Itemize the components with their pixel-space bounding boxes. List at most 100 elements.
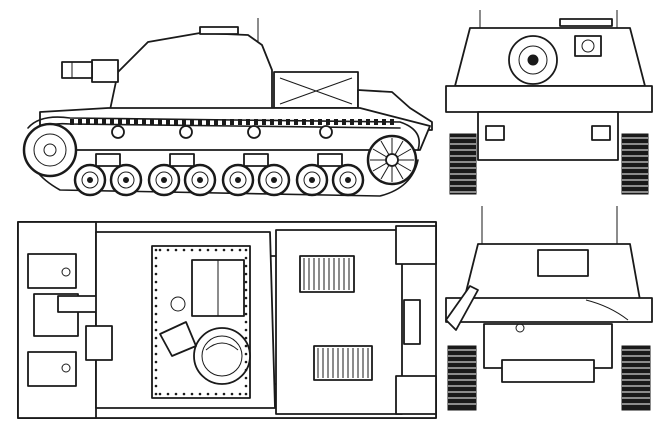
track-front-right [621, 133, 649, 195]
rivet [244, 296, 248, 300]
road-wheels [73, 153, 365, 197]
rivet [166, 248, 170, 252]
track-link [254, 119, 258, 125]
return-roller [111, 125, 125, 139]
road-wheel-center [271, 177, 277, 183]
track-link [110, 119, 114, 125]
track-link [214, 119, 218, 125]
engine-deck-box [273, 71, 359, 109]
track-link [142, 119, 146, 125]
tow-bar [501, 359, 595, 383]
track-link [126, 119, 130, 125]
track-link [334, 119, 338, 125]
track-link [198, 119, 202, 125]
track-link [118, 119, 122, 125]
headlight-right [591, 125, 611, 141]
bogie-bracket [169, 153, 195, 167]
rivet [244, 248, 248, 252]
road-wheel-hub [117, 171, 135, 189]
rivet [238, 392, 242, 396]
rivet [190, 248, 194, 252]
track-link [102, 119, 106, 125]
rivet [154, 344, 158, 348]
rivet [154, 264, 158, 268]
track-link [310, 119, 314, 125]
lower-hull [39, 107, 431, 151]
front-view [445, 10, 653, 195]
track-link [326, 119, 330, 125]
return-roller [247, 125, 261, 139]
track-link [342, 119, 346, 125]
rivet [182, 392, 186, 396]
road-wheel-center [235, 177, 241, 183]
rear-box-right [395, 375, 437, 415]
rivet [244, 336, 248, 340]
track-link [246, 119, 250, 125]
rivet [174, 392, 178, 396]
rivet [154, 384, 158, 388]
rivet [244, 280, 248, 284]
road-wheel-hub [229, 171, 247, 189]
track-link [230, 119, 234, 125]
drive-sprocket [22, 122, 78, 178]
top-view [17, 221, 437, 419]
rear-fender-left [445, 285, 479, 331]
periscope-top [170, 296, 186, 312]
rivet [244, 312, 248, 316]
idler-hub [385, 153, 399, 167]
front-hatch-left [27, 253, 77, 289]
track-link [270, 119, 274, 125]
track-link [190, 119, 194, 125]
rivet [198, 392, 202, 396]
road-wheel-hub [81, 171, 99, 189]
track-link [70, 119, 74, 125]
rivet [214, 392, 218, 396]
track-link [366, 119, 370, 125]
rivet [206, 248, 210, 252]
track-link [286, 119, 290, 125]
track-link [318, 119, 322, 125]
cupola [199, 26, 239, 35]
rivet [154, 304, 158, 308]
rivet [244, 328, 248, 332]
rear-engine-box [537, 249, 589, 277]
sight-housing [159, 321, 197, 357]
casemate [109, 32, 273, 111]
rivet [154, 248, 158, 252]
track-link [206, 119, 210, 125]
rivet [244, 264, 248, 268]
road-wheel-center [345, 177, 351, 183]
road-wheel-center [87, 177, 93, 183]
rivet [154, 352, 158, 356]
bogie-bracket [95, 153, 121, 167]
rivet [230, 392, 234, 396]
track-link [158, 119, 162, 125]
idler-spokes [370, 138, 414, 182]
rivet [158, 248, 162, 252]
rivet [154, 296, 158, 300]
side-view [22, 18, 433, 197]
rivet [166, 392, 170, 396]
engine-grille-front [299, 255, 355, 293]
bogie-bracket [317, 153, 343, 167]
grille-slats [303, 258, 369, 378]
track-link [222, 119, 226, 125]
track-link [166, 119, 170, 125]
rivet [244, 344, 248, 348]
return-roller [319, 125, 333, 139]
rivet [154, 368, 158, 372]
front-hatch-right [27, 351, 77, 387]
track-link [94, 119, 98, 125]
track-link [302, 119, 306, 125]
rivet [222, 248, 226, 252]
rivet [244, 368, 248, 372]
rivet [154, 280, 158, 284]
rear-plate [445, 297, 653, 323]
return-rollers [111, 125, 333, 139]
rivet [244, 352, 248, 356]
rivet [244, 320, 248, 324]
track-link [390, 119, 394, 125]
track-link [278, 119, 282, 125]
